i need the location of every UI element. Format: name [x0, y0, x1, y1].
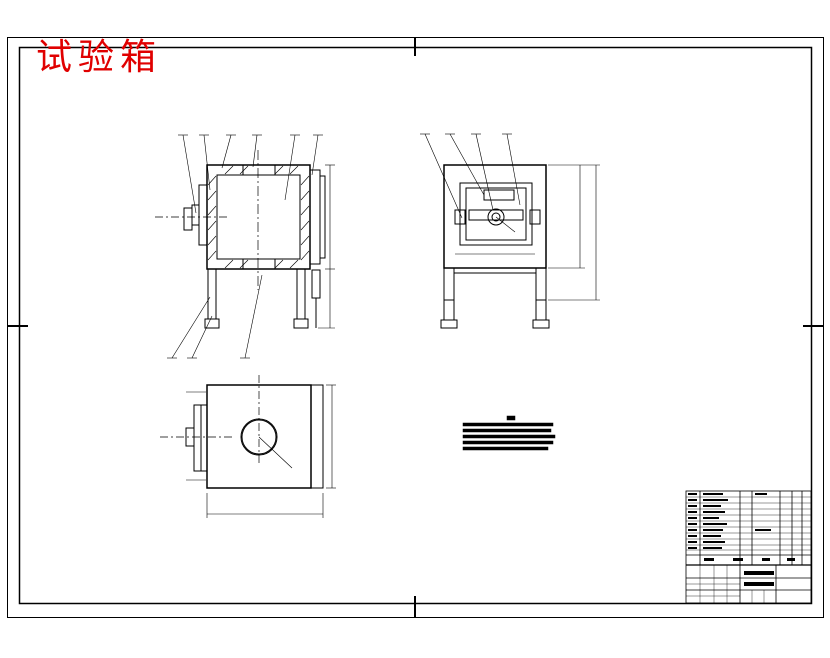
- drawing-title: 试验箱: [36, 37, 163, 78]
- title-block: [685, 490, 812, 604]
- sheet-outer-border: [7, 37, 824, 618]
- center-marks: [7, 37, 823, 617]
- front-view: [155, 134, 335, 359]
- technical-notes: [462, 415, 556, 451]
- side-view: [420, 133, 600, 329]
- sheet-inner-border: [18, 46, 813, 605]
- top-view: [160, 375, 336, 518]
